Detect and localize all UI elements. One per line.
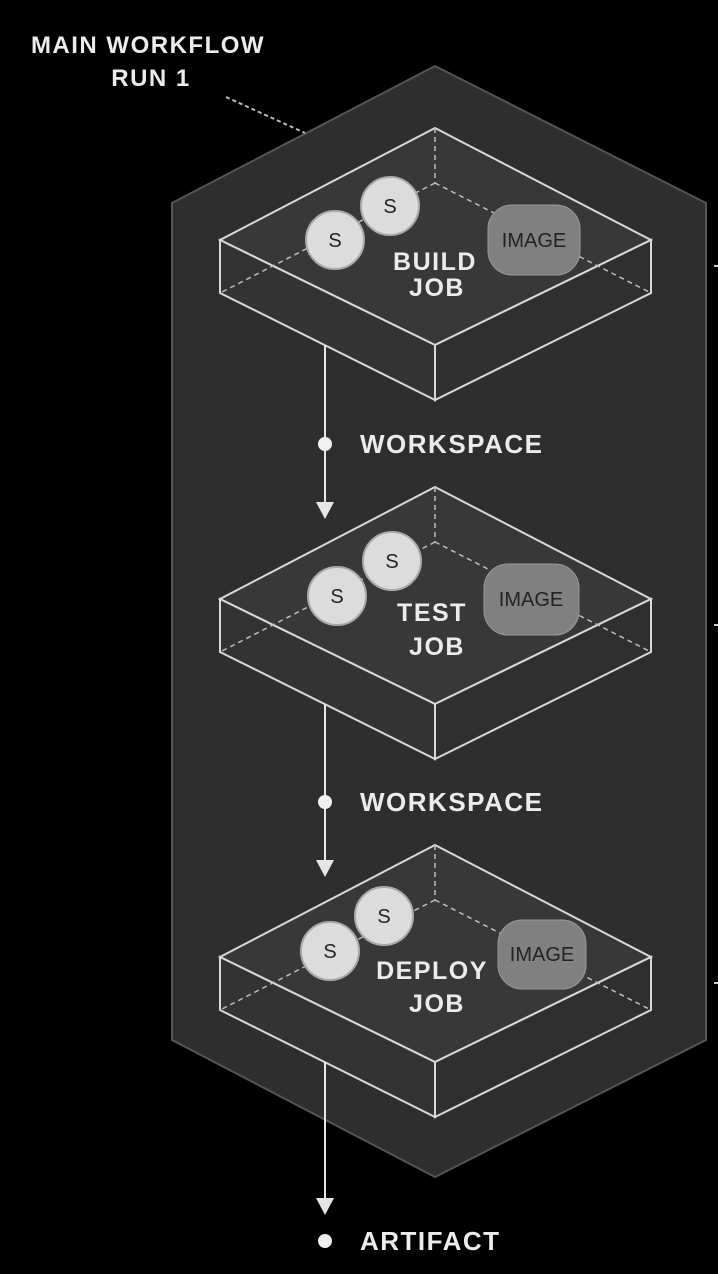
flow-label: ARTIFACT: [360, 1226, 501, 1256]
image-badge[interactable]: [483, 563, 580, 636]
step-label: S: [385, 551, 398, 573]
job-name-line2: JOB: [409, 274, 465, 302]
step-circle[interactable]: [307, 566, 367, 626]
arrow-head-icon: [316, 502, 334, 519]
image-badge[interactable]: [487, 204, 581, 276]
flow-connector-artifact: ARTIFACT: [316, 1062, 501, 1256]
step-circle[interactable]: [362, 531, 422, 591]
job-name-line1: BUILD: [393, 248, 477, 276]
step-circle[interactable]: [360, 176, 420, 236]
job-block-test[interactable]: S S IMAGE TEST JOB: [217, 485, 654, 761]
job-front-right-face: [434, 597, 652, 761]
job-block-deploy[interactable]: S S IMAGE DEPLOY JOB: [217, 843, 654, 1119]
step-label: S: [383, 196, 396, 218]
job-front-right-face: [434, 238, 652, 402]
step-label: S: [328, 230, 341, 252]
image-label: IMAGE: [499, 589, 563, 611]
workflow-title-line2: RUN 1: [111, 65, 191, 92]
flow-dot-icon: [318, 1234, 332, 1248]
step-circle[interactable]: [354, 886, 414, 946]
job-name-line2: JOB: [409, 633, 465, 661]
arrow-head-icon: [316, 860, 334, 877]
flow-dot-icon: [318, 795, 332, 809]
job-name-line1: DEPLOY: [376, 957, 488, 985]
job-name-line1: TEST: [397, 599, 467, 627]
job-name-line2: JOB: [409, 990, 465, 1018]
job-block-build[interactable]: S S IMAGE BUILD JOB: [217, 126, 654, 402]
step-circle[interactable]: [300, 921, 360, 981]
step-label: S: [330, 586, 343, 608]
image-badge[interactable]: [497, 919, 587, 990]
step-circle[interactable]: [305, 210, 365, 270]
flow-dot-icon: [318, 437, 332, 451]
arrow-head-icon: [316, 1198, 334, 1215]
title-leader-line: [225, 96, 306, 134]
flow-connector-workspace-1: WORKSPACE: [316, 345, 543, 519]
flow-label: WORKSPACE: [360, 429, 543, 459]
image-label: IMAGE: [502, 230, 566, 252]
workflow-title-line1: MAIN WORKFLOW: [31, 32, 265, 59]
image-label: IMAGE: [510, 944, 574, 966]
flow-label: WORKSPACE: [360, 787, 543, 817]
flow-connector-workspace-2: WORKSPACE: [316, 704, 543, 877]
step-label: S: [323, 941, 336, 963]
job-front-right-face: [434, 955, 652, 1119]
step-label: S: [377, 906, 390, 928]
